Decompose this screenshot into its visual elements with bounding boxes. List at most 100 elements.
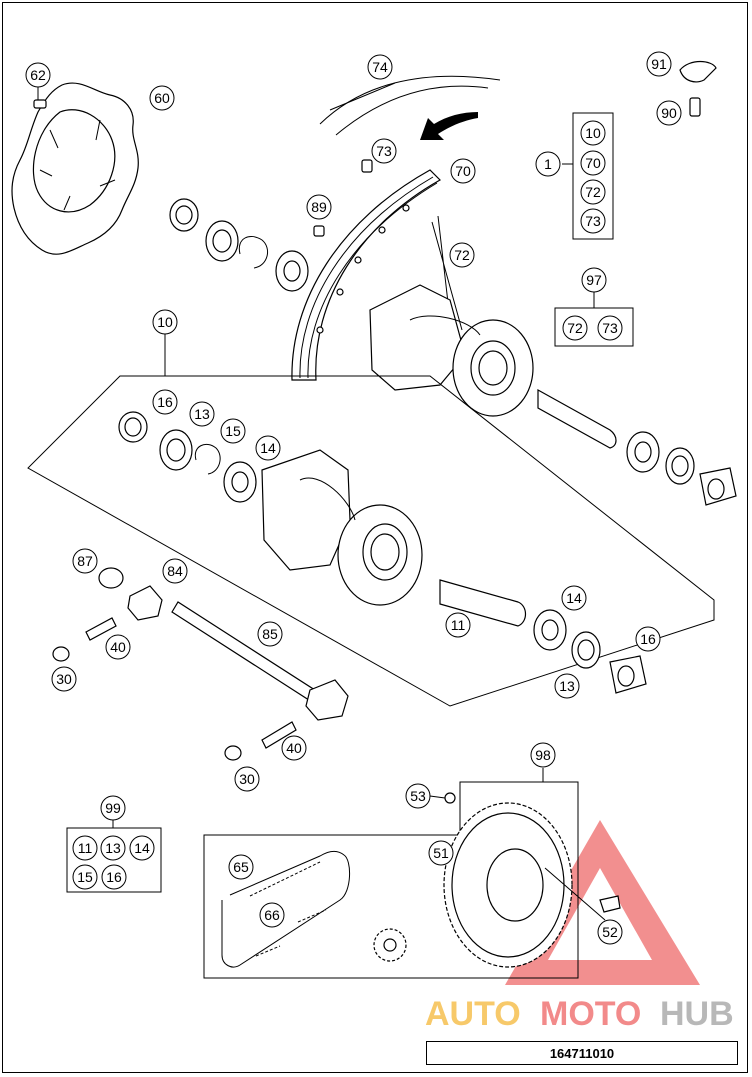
callout-kit99-15: 15: [72, 864, 98, 890]
callout-leaders: [37, 82, 606, 921]
svg-text:70: 70: [455, 163, 471, 179]
kit-1-box: [572, 112, 614, 240]
svg-text:99: 99: [105, 800, 121, 816]
svg-text:15: 15: [77, 869, 93, 885]
callout-16-top: 16: [152, 389, 178, 415]
callout-10: 10: [152, 309, 178, 335]
svg-text:13: 13: [105, 840, 121, 856]
svg-text:14: 14: [566, 590, 582, 606]
watermark-text-hub: HUB: [660, 995, 734, 1033]
callout-kit1-10: 10: [580, 120, 606, 146]
svg-text:97: 97: [586, 272, 602, 288]
callout-90: 90: [656, 100, 682, 126]
svg-text:10: 10: [157, 314, 173, 330]
watermark-text-auto: AUTO: [425, 995, 521, 1033]
front-sprocket-part: [373, 928, 407, 962]
svg-text:73: 73: [602, 320, 618, 336]
rear-bearing-left-part: [118, 411, 257, 503]
svg-text:84: 84: [167, 563, 183, 579]
svg-text:10: 10: [585, 125, 601, 141]
callout-72: 72: [449, 242, 475, 268]
svg-text:60: 60: [154, 90, 170, 106]
svg-text:65: 65: [233, 859, 249, 875]
callout-70: 70: [450, 158, 476, 184]
watermark-logo-triangle: [505, 820, 700, 985]
svg-text:89: 89: [311, 199, 327, 215]
tire-arc-part: [319, 75, 501, 136]
front-wheel-rim-part: [291, 159, 463, 381]
callout-62: 62: [25, 62, 51, 88]
callout-16-bottom: 16: [635, 626, 661, 652]
callout-73: 73: [371, 138, 397, 164]
svg-text:16: 16: [640, 631, 656, 647]
svg-text:16: 16: [157, 394, 173, 410]
svg-text:66: 66: [264, 907, 280, 923]
callout-11: 11: [445, 612, 471, 638]
svg-text:73: 73: [376, 143, 392, 159]
svg-text:1: 1: [544, 156, 552, 172]
svg-text:90: 90: [661, 105, 677, 121]
svg-text:13: 13: [194, 406, 210, 422]
callout-30-right: 30: [234, 766, 260, 792]
callout-kit99-11: 11: [72, 835, 98, 861]
callout-91: 91: [646, 51, 672, 77]
callout-60: 60: [149, 85, 175, 111]
callout-98: 98: [530, 742, 556, 768]
svg-text:16: 16: [106, 869, 122, 885]
callout-65: 65: [228, 854, 254, 880]
kit-99-box: [66, 827, 162, 893]
svg-text:98: 98: [535, 747, 551, 763]
rear-bearing-right-part: [533, 609, 647, 694]
svg-text:53: 53: [410, 788, 426, 804]
callout-85: 85: [257, 621, 283, 647]
callout-kit1-70: 70: [580, 150, 606, 176]
callout-kit97-72: 72: [562, 315, 588, 341]
svg-text:72: 72: [567, 320, 583, 336]
svg-text:30: 30: [239, 771, 255, 787]
chain-part: [221, 850, 350, 968]
brake-disc-part: [11, 82, 139, 255]
svg-text:11: 11: [78, 840, 93, 856]
svg-text:62: 62: [30, 67, 46, 83]
svg-text:91: 91: [651, 56, 667, 72]
callout-53: 53: [405, 783, 431, 809]
svg-text:72: 72: [454, 247, 470, 263]
callout-kit99-16: 16: [101, 864, 127, 890]
callout-51: 51: [428, 840, 454, 866]
callout-40-left: 40: [105, 634, 131, 660]
svg-text:11: 11: [451, 617, 466, 633]
rear-sprocket-part: [443, 792, 621, 968]
svg-text:85: 85: [262, 626, 278, 642]
callout-87: 87: [72, 548, 98, 574]
rear-hub-kit-frame: [27, 375, 715, 707]
callout-14-bottom: 14: [561, 585, 587, 611]
svg-text:14: 14: [260, 440, 276, 456]
callout-kit1-73: 73: [580, 208, 606, 234]
callout-89: 89: [306, 194, 332, 220]
svg-text:87: 87: [77, 553, 93, 569]
callout-13-bottom: 13: [554, 673, 580, 699]
svg-text:40: 40: [110, 639, 126, 655]
callout-66: 66: [259, 902, 285, 928]
svg-text:14: 14: [134, 840, 150, 856]
callout-13-top: 13: [189, 401, 215, 427]
callout-15: 15: [220, 418, 246, 444]
callout-14-top: 14: [255, 435, 281, 461]
callout-1: 1: [535, 151, 561, 177]
watermark-logo-text: AUTO MOTO HUB: [425, 995, 734, 1033]
catalog-number: 164711010: [426, 1041, 738, 1065]
rear-hub-part: [261, 449, 423, 606]
callout-kit99-13: 13: [100, 835, 126, 861]
rear-axle-part: [52, 567, 349, 761]
svg-text:30: 30: [56, 671, 72, 687]
callout-74: 74: [367, 54, 393, 80]
rear-hub-spacer-part: [439, 579, 527, 627]
svg-text:52: 52: [602, 924, 618, 940]
front-spacer-bearing-part: [169, 198, 309, 292]
watermark-text-moto: MOTO: [540, 995, 641, 1033]
callout-kit97-73: 73: [597, 315, 623, 341]
callout-84: 84: [162, 558, 188, 584]
front-bearing-set-part: [626, 431, 737, 506]
svg-text:72: 72: [585, 184, 601, 200]
